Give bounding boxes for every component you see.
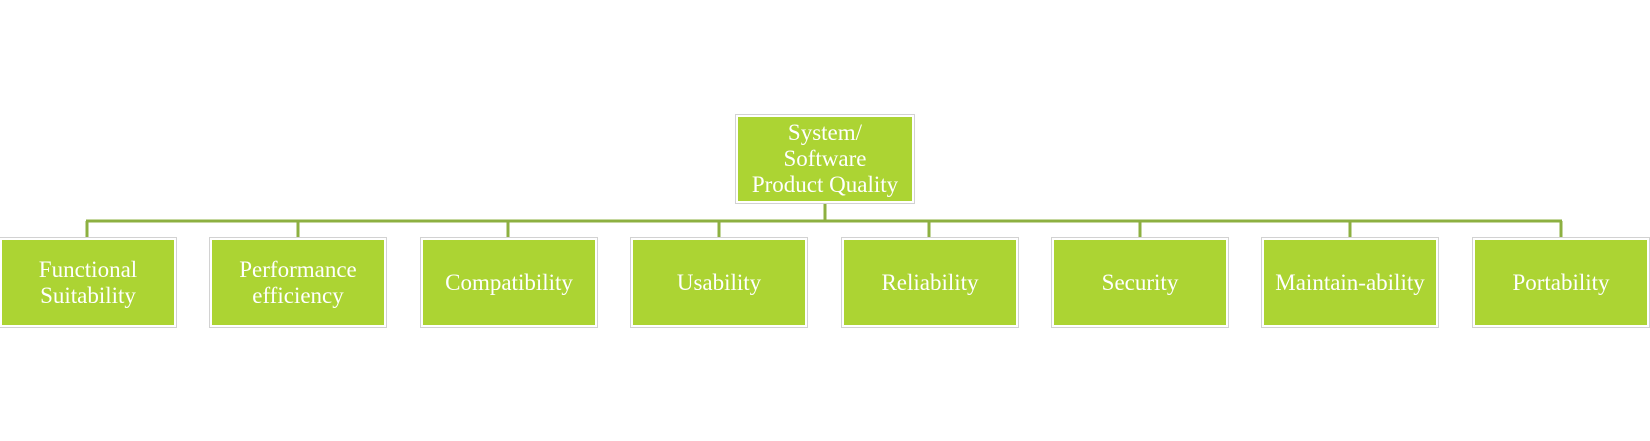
node-usability: Usability xyxy=(630,237,808,328)
node-label: Maintain-ability xyxy=(1275,269,1425,295)
node-functional-suitability: Functional Suitability xyxy=(0,237,177,328)
node-compatibility: Compatibility xyxy=(420,237,598,328)
node-label: Compatibility xyxy=(445,269,573,295)
node-label: Performance efficiency xyxy=(239,256,357,308)
node-portability: Portability xyxy=(1472,237,1650,328)
root-node-system-software-product-quality: System/ Software Product Quality xyxy=(735,114,915,204)
node-reliability: Reliability xyxy=(841,237,1019,328)
node-label: Portability xyxy=(1512,269,1610,295)
node-maintainability: Maintain-ability xyxy=(1261,237,1439,328)
node-label: Reliability xyxy=(881,269,979,295)
node-security: Security xyxy=(1051,237,1229,328)
root-node-label: System/ Software Product Quality xyxy=(751,120,899,197)
node-label: Security xyxy=(1101,269,1179,295)
node-label: Usability xyxy=(676,269,762,295)
node-performance-efficiency: Performance efficiency xyxy=(209,237,387,328)
node-label: Functional Suitability xyxy=(38,256,138,308)
